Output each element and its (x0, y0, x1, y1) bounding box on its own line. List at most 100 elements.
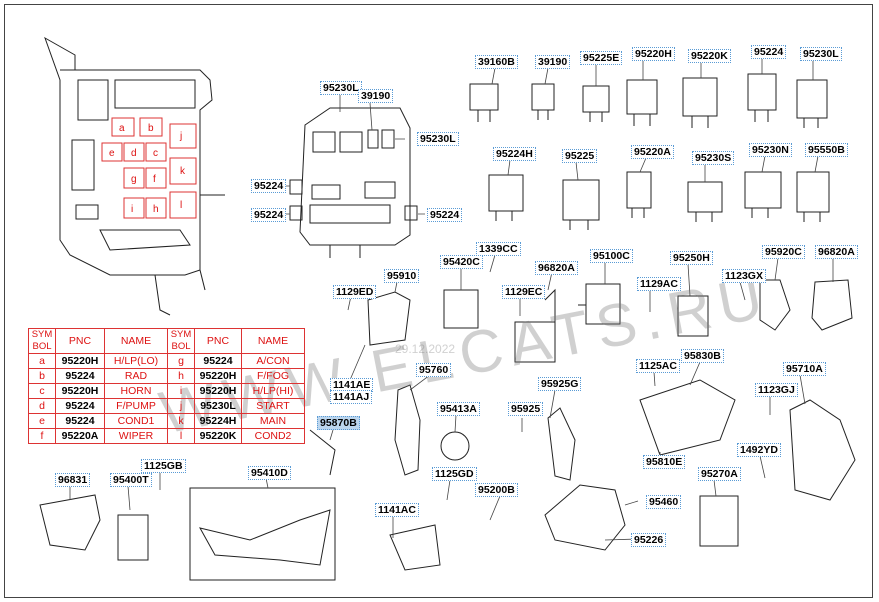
part-number-label[interactable]: 95920C (762, 245, 805, 259)
part-number-label[interactable]: 95230S (692, 151, 735, 165)
part-number-label[interactable]: 1492YD (737, 443, 781, 457)
legend-header: PNC (55, 328, 105, 354)
part-number-label[interactable]: 39190 (358, 89, 394, 103)
part-number-label[interactable]: 95410D (248, 466, 291, 480)
legend-header: SYM BOL (167, 328, 195, 354)
part-number-label[interactable]: 95100C (590, 249, 633, 263)
part-number-label[interactable]: 95224 (427, 208, 463, 222)
legend-pnc[interactable]: 95220H (55, 383, 105, 399)
part-number-label[interactable]: 95225E (580, 51, 623, 65)
legend-symbol: k (167, 413, 195, 429)
part-number-label[interactable]: 95200B (475, 483, 518, 497)
part-number-label[interactable]: 95225 (562, 149, 598, 163)
part-number-label[interactable]: 95760 (416, 363, 452, 377)
part-number-label[interactable]: 1125GD (432, 467, 477, 481)
part-number-label[interactable]: 95226 (631, 533, 667, 547)
legend-symbol: a (28, 353, 56, 369)
part-number-label[interactable]: 95925G (538, 377, 582, 391)
legend-symbol: b (28, 368, 56, 384)
part-number-label[interactable]: 1125GB (141, 459, 186, 473)
part-number-label[interactable]: 1129EC (502, 285, 546, 299)
fuse-letter: i (131, 204, 133, 215)
module-drawings (39, 279, 856, 581)
part-number-label[interactable]: 95224 (251, 208, 287, 222)
legend-name: MAIN (241, 413, 305, 429)
part-number-label[interactable]: 1141AJ (330, 390, 373, 404)
legend-name: START (241, 398, 305, 414)
part-number-label[interactable]: 96820A (535, 261, 578, 275)
legend-symbol: c (28, 383, 56, 399)
part-number-label[interactable]: 95710A (783, 362, 826, 376)
legend-symbol: h (167, 368, 195, 384)
fuse-letter: e (109, 148, 115, 159)
part-number-label[interactable]: 96831 (55, 473, 91, 487)
legend-header-row: SYM BOL PNC NAME SYM BOL PNC NAME (28, 328, 305, 354)
relay-drawings (469, 73, 830, 230)
part-number-label[interactable]: 1141AE (330, 378, 374, 392)
fuse-letter: b (148, 123, 154, 134)
part-number-label[interactable]: 95230L (417, 132, 459, 146)
part-number-label[interactable]: 95830B (681, 349, 724, 363)
legend-name: A/CON (241, 353, 305, 369)
part-number-label[interactable]: 95550B (805, 143, 848, 157)
part-number-label[interactable]: 95413A (437, 402, 480, 416)
legend-pnc[interactable]: 95224 (194, 353, 242, 369)
legend-pnc[interactable]: 95220H (55, 353, 105, 369)
part-number-label[interactable]: 39190 (535, 55, 571, 69)
part-number-label[interactable]: 96820A (815, 245, 858, 259)
legend-name: COND1 (104, 413, 168, 429)
fuse-letter: f (153, 174, 156, 185)
part-number-label[interactable]: 95870B (317, 416, 360, 430)
legend-name: F/FOG (241, 368, 305, 384)
part-number-label[interactable]: 95230L (320, 81, 362, 95)
legend-pnc[interactable]: 95220A (55, 428, 105, 444)
part-number-label[interactable]: 95925 (508, 402, 544, 416)
legend-pnc[interactable]: 95220H (194, 383, 242, 399)
legend-pnc[interactable]: 95220H (194, 368, 242, 384)
legend-symbol: l (167, 428, 195, 444)
part-number-label[interactable]: 1339CC (476, 242, 521, 256)
legend-header: NAME (241, 328, 305, 354)
part-number-label[interactable]: 1141AC (375, 503, 419, 517)
part-number-label[interactable]: 95230L (800, 47, 842, 61)
part-number-label[interactable]: 95220H (632, 47, 675, 61)
legend-pnc[interactable]: 95224 (55, 413, 105, 429)
legend-pnc[interactable]: 95224 (55, 398, 105, 414)
part-number-label[interactable]: 1123GX (722, 269, 766, 283)
part-number-label[interactable]: 39160B (475, 55, 518, 69)
part-number-label[interactable]: 95270A (698, 467, 741, 481)
part-number-label[interactable]: 95250H (670, 251, 713, 265)
part-number-label[interactable]: 95230N (749, 143, 792, 157)
fuse-box-letters: a b j e d c g f k i h l (109, 123, 186, 215)
part-number-label[interactable]: 95220K (688, 49, 731, 63)
legend-symbol: g (167, 353, 195, 369)
part-number-label[interactable]: 95910 (384, 269, 420, 283)
part-number-label[interactable]: 1123GJ (755, 383, 798, 397)
legend-name: H/LP(HI) (241, 383, 305, 399)
part-number-label[interactable]: 95810E (643, 455, 686, 469)
part-number-label[interactable]: 95224H (493, 147, 536, 161)
part-number-label[interactable]: 95460 (646, 495, 682, 509)
part-number-label[interactable]: 95224 (251, 179, 287, 193)
legend-name: HORN (104, 383, 168, 399)
legend-symbol: j (167, 398, 195, 414)
legend-pnc[interactable]: 95224 (55, 368, 105, 384)
part-number-label[interactable]: 95224 (751, 45, 787, 59)
junction-block-drawing (289, 107, 418, 258)
diagram-frame (4, 4, 873, 598)
part-number-label[interactable]: 1125AC (636, 359, 680, 373)
part-number-label[interactable]: 95400T (110, 473, 152, 487)
legend-pnc[interactable]: 95230L (194, 398, 242, 414)
legend-header: SYM BOL (28, 328, 56, 354)
legend-pnc[interactable]: 95220K (194, 428, 242, 444)
part-number-label[interactable]: 1129ED (333, 285, 377, 299)
part-number-label[interactable]: 1129AC (637, 277, 681, 291)
legend-pnc[interactable]: 95224H (194, 413, 242, 429)
part-number-label[interactable]: 95420C (440, 255, 483, 269)
part-number-label[interactable]: 95220A (631, 145, 674, 159)
